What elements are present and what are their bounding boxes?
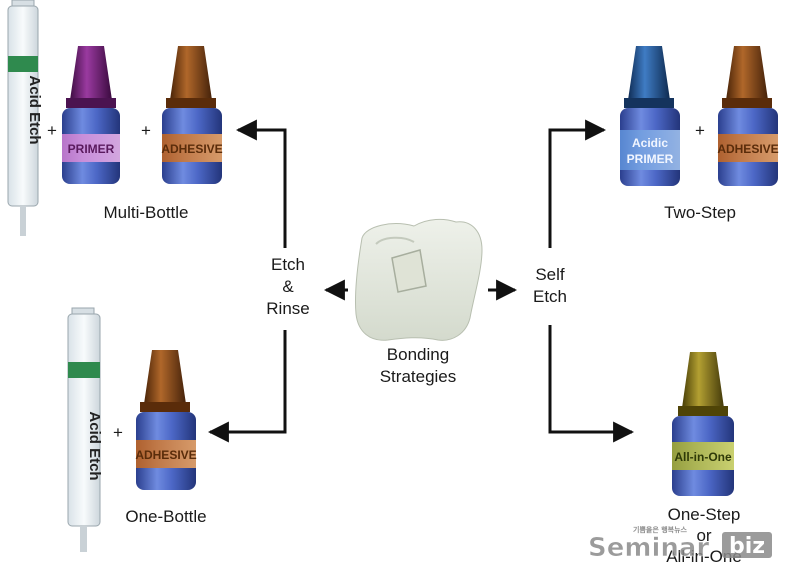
syringe-icon: Acid Etch [67,307,103,552]
watermark: 기쁨을은 행복뉴스 Seminar biz [588,525,772,563]
watermark-badge [722,532,772,558]
one-step-group: All-in-One One-Step or All-in-One [666,352,742,566]
connectors [207,119,635,443]
one-bottle-group: Acid Etch + ADHESIVE One-Bottle [67,307,207,552]
plus-sign: + [695,121,705,140]
multi-bottle-caption: Multi-Bottle [103,203,188,222]
arrow-to-one-bottle [207,330,287,443]
center-label-line1: Bonding [387,345,449,364]
plus-sign: + [141,121,151,140]
two-step-adhesive-label: ADHESIVE [717,142,778,156]
all-in-one-bottle-label: All-in-One [674,450,732,464]
acidic-primer-label-line1: Acidic [632,136,668,150]
watermark-small-text: 기쁨을은 행복뉴스 [633,525,688,534]
two-step-group: Acidic PRIMER + ADHESIVE Two-Step [620,46,779,222]
primer-bottle-icon: PRIMER [62,46,120,184]
one-step-caption-line2: or [696,526,711,545]
acidic-primer-bottle-icon: Acidic PRIMER [620,46,680,186]
multi-syringe-label: Acid Etch [26,75,43,144]
one-bottle-syringe-label: Acid Etch [86,411,103,480]
adhesive-bottle-icon: ADHESIVE [135,350,197,490]
adhesive-label: ADHESIVE [161,142,222,156]
plus-sign: + [113,423,123,442]
self-etch-line1: Self [535,265,565,284]
plus-sign: + [47,121,57,140]
adhesive-bottle-icon: ADHESIVE [717,46,779,186]
one-bottle-caption: One-Bottle [125,507,206,526]
arrow-to-two-step [548,119,607,248]
tooth-illustration [354,218,483,341]
self-etch-line2: Etch [533,287,567,306]
syringe-icon: Acid Etch [7,0,43,236]
etch-rinse-line1: Etch [271,255,305,274]
watermark-suffix: biz [729,534,765,559]
acidic-primer-label-line2: PRIMER [627,152,674,166]
center-label-line2: Strategies [380,367,457,386]
primer-label: PRIMER [68,142,115,156]
watermark-main: Seminar [588,533,709,563]
one-bottle-adhesive-label: ADHESIVE [135,448,196,462]
one-step-caption-line1: One-Step [668,505,741,524]
etch-rinse-line2: & [282,277,294,296]
multi-bottle-group: Acid Etch + PRIMER + ADHESIVE Multi-Bott… [7,0,223,236]
arrow-to-multi-bottle [235,119,287,248]
all-in-one-bottle-icon: All-in-One [672,352,734,496]
adhesive-bottle-icon: ADHESIVE [161,46,223,184]
arrow-to-one-step [548,325,635,443]
two-step-caption: Two-Step [664,203,736,222]
etch-rinse-line3: Rinse [266,299,309,318]
